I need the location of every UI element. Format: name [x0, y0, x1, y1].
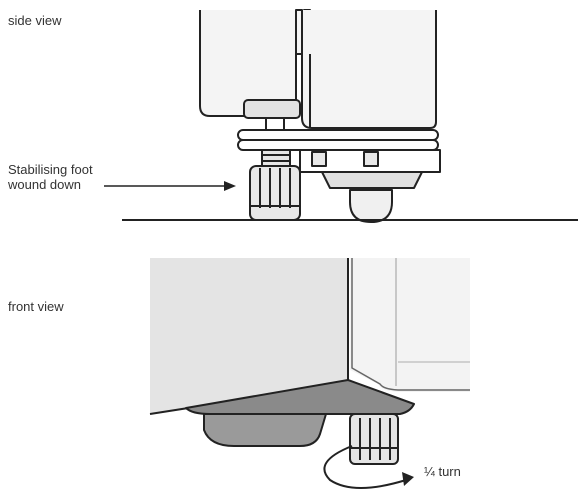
side-view-drawing: [104, 9, 578, 223]
front-view-drawing: [149, 258, 470, 489]
front-view-label: front view: [8, 299, 64, 314]
stabilising-foot-label: Stabilising foot: [8, 162, 93, 177]
wound-down-label: wound down: [8, 177, 81, 192]
quarter-turn-label: ¼ turn: [424, 464, 461, 479]
side-view-label: side view: [8, 13, 62, 28]
